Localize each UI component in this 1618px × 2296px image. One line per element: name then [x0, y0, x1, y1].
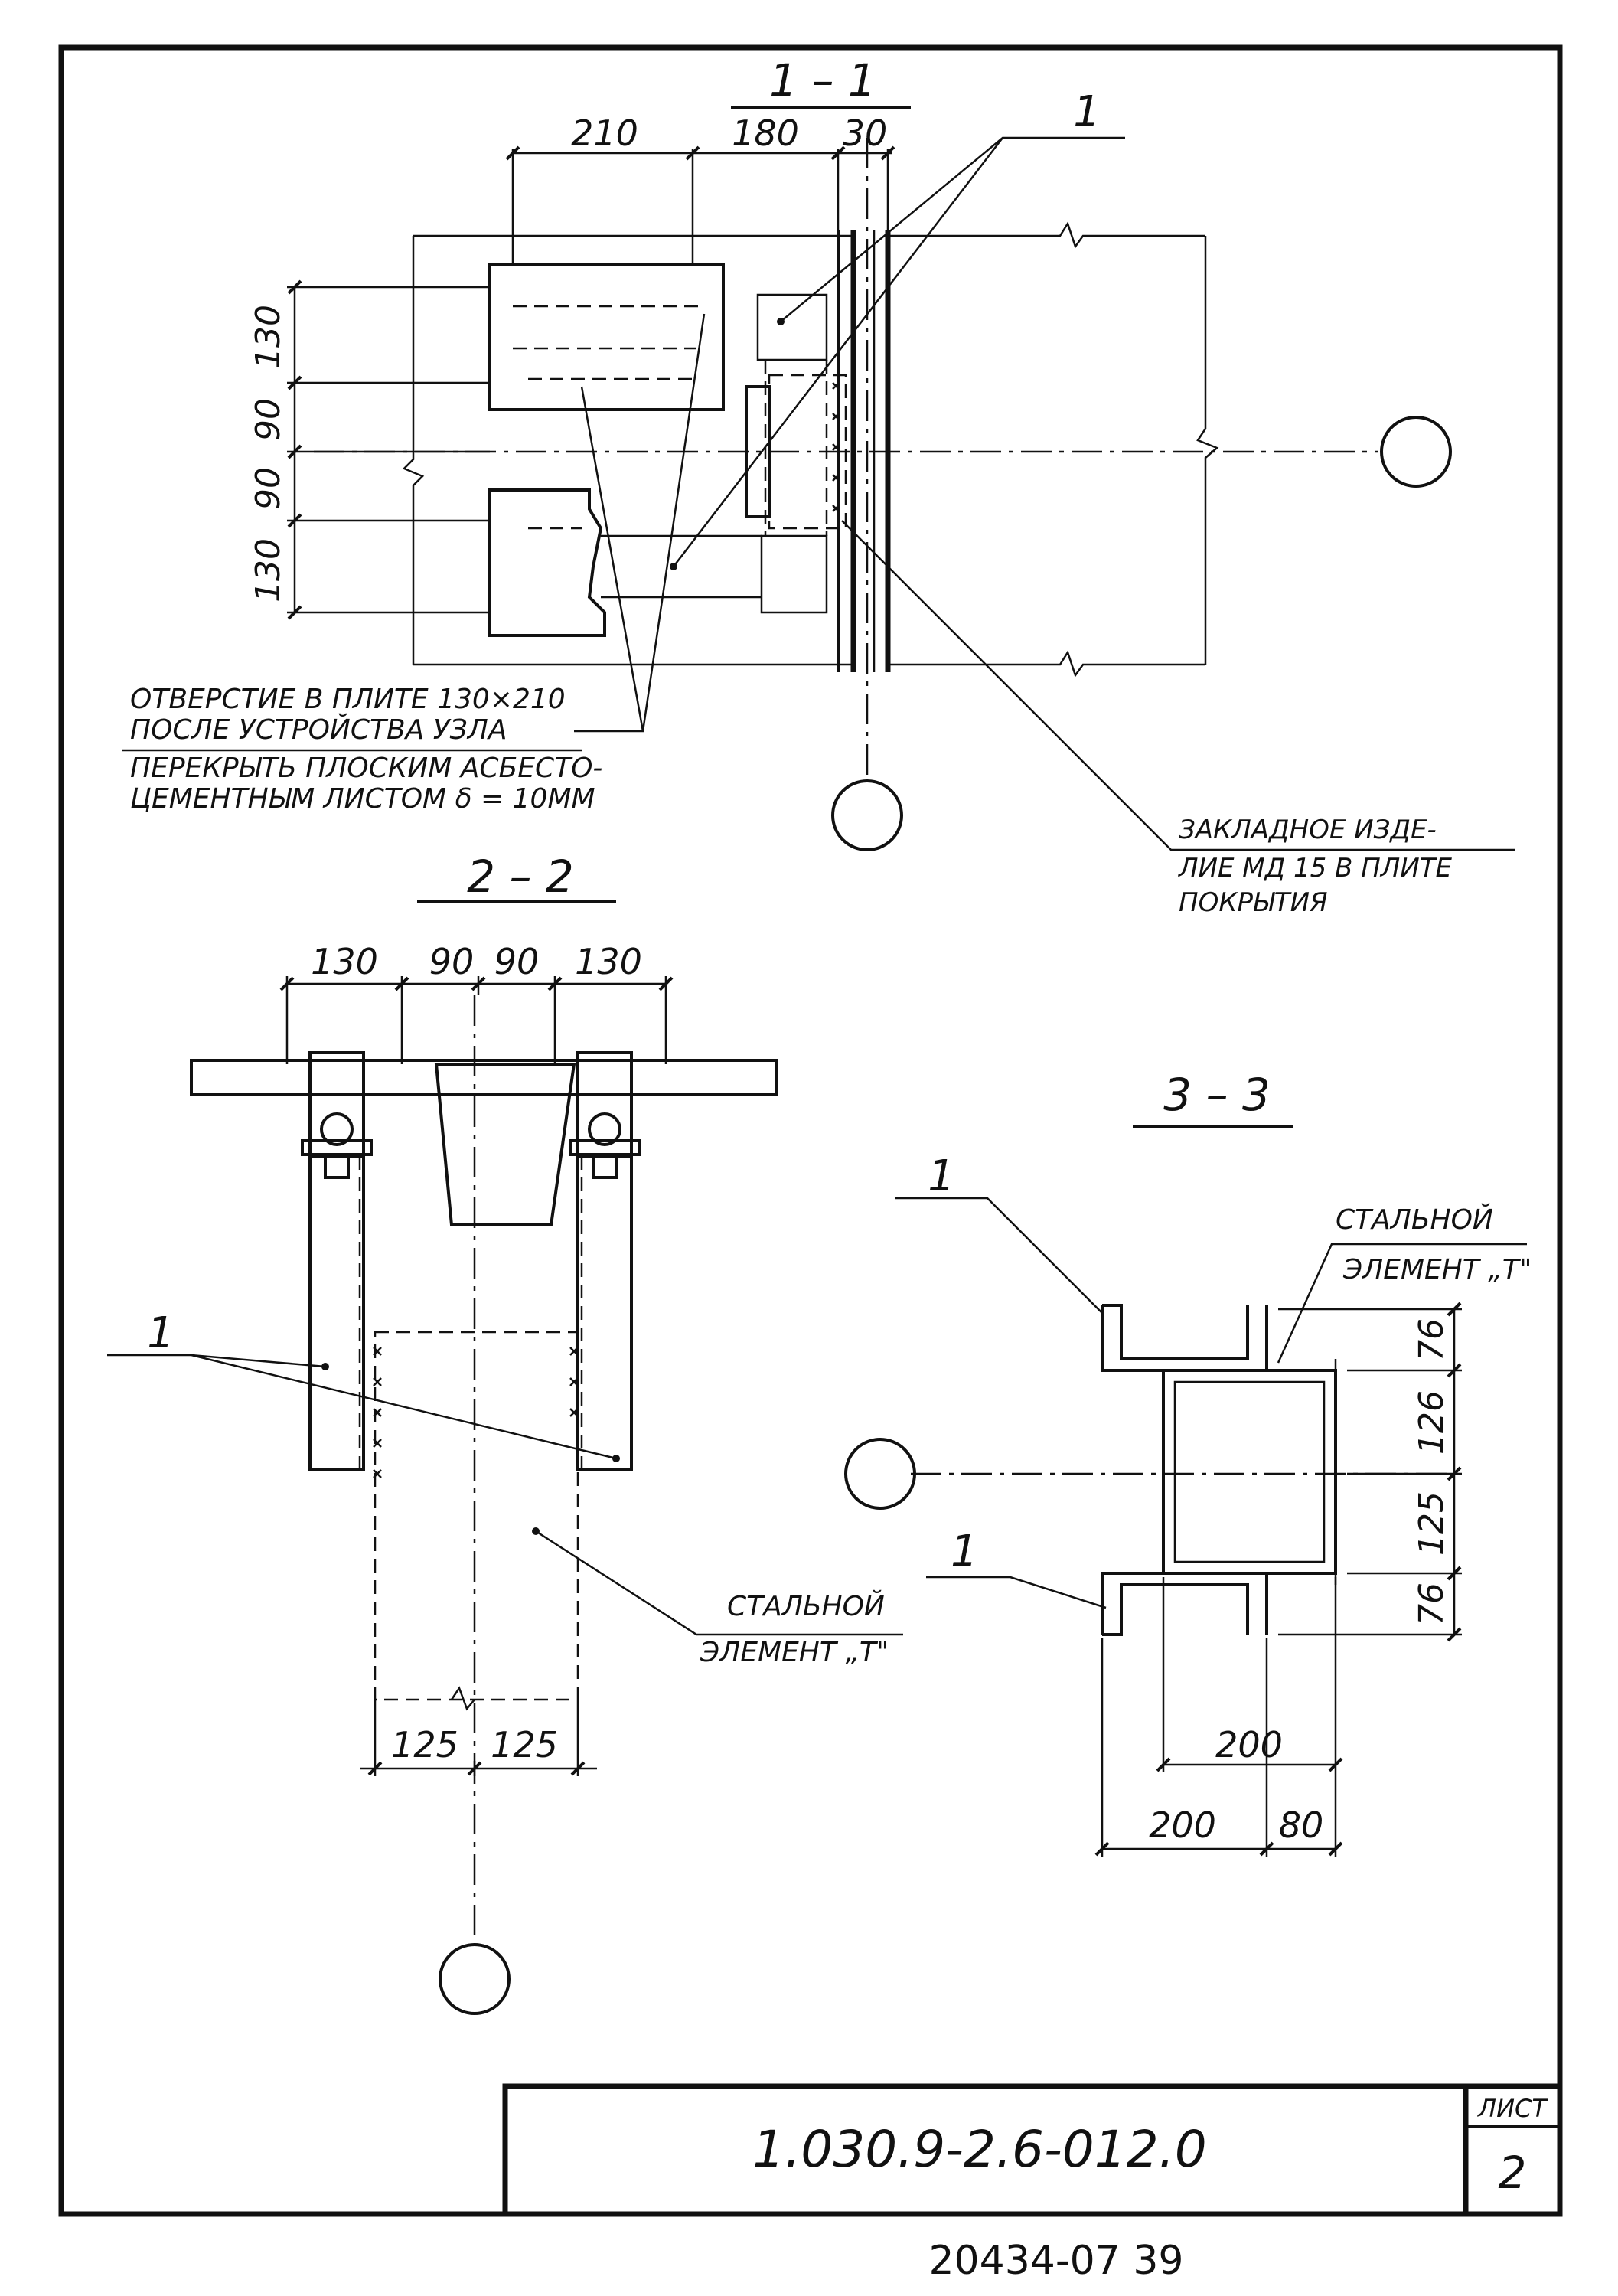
hole-top: [488, 263, 725, 411]
dim-bottom-80: 80: [1279, 1804, 1324, 1846]
dim-left-90b: 90: [249, 467, 288, 510]
axis-marker-s33: [844, 1438, 916, 1510]
callout-1-s22: 1: [147, 1308, 175, 1358]
sheet-frame: [58, 44, 1563, 2217]
axis-marker-right: [1380, 416, 1452, 488]
dim-left-90a: 90: [249, 398, 288, 441]
section-1-1-title: 1 – 1: [769, 54, 876, 106]
section-2-2-title: 2 – 2: [467, 851, 574, 903]
note-cover-line2: ЦЕМЕНТНЫМ ЛИСТОМ δ = 10ММ: [130, 783, 595, 815]
title-block: 1.030.9-2.6-012.0 ЛИСТ 2: [502, 2083, 1563, 2217]
note-embed-line3: ПОКРЫТИЯ: [1179, 887, 1328, 918]
hole-bottom: [488, 488, 606, 637]
callout-1-s33-bottom: 1: [951, 1527, 978, 1576]
concrete-plug: [434, 1063, 576, 1226]
sheet-number: 2: [1499, 2147, 1527, 2199]
archive-number: 20434-07 39: [928, 2238, 1183, 2284]
dim-130a: 130: [311, 941, 378, 982]
dim-130b: 130: [575, 941, 642, 982]
callout-1-s11: 1: [1073, 87, 1101, 137]
doc-number: 1.030.9-2.6-012.0: [752, 2120, 1206, 2179]
section-3-3-title: 3 – 3: [1163, 1069, 1271, 1121]
section-3-3: 3 – 3 76 126 125 76 200 200 80 1 1: [844, 1069, 1532, 1857]
dim-126: 126: [1412, 1390, 1451, 1455]
note-embed-line1: ЗАКЛАДНОЕ ИЗДЕ-: [1179, 815, 1437, 845]
dim-125b: 125: [491, 1724, 558, 1765]
bolt-right: [569, 1112, 641, 1179]
sheet-label: ЛИСТ: [1477, 2094, 1548, 2123]
dim-76b: 76: [1412, 1582, 1451, 1625]
bolt-left: [301, 1112, 373, 1179]
label-steel-s22-line2: ЭЛЕМЕНТ „Т": [700, 1637, 889, 1668]
label-steel-s22-line1: СТАЛЬНОЙ: [727, 1590, 885, 1622]
dim-180: 180: [732, 113, 799, 154]
dim-210: 210: [571, 113, 638, 154]
note-hole-line1: ОТВЕРСТИЕ В ПЛИТЕ 130×210: [130, 684, 566, 715]
dim-left-130b: 130: [249, 538, 288, 603]
section-1-1: 1 – 1: [122, 54, 1515, 918]
dim-left-130a: 130: [249, 305, 288, 369]
axis-marker-bottom: [831, 779, 903, 851]
label-steel-s33-line2: ЭЛЕМЕНТ „Т": [1342, 1254, 1532, 1285]
label-steel-s33-line1: СТАЛЬНОЙ: [1336, 1204, 1493, 1236]
callout-1-s33-top: 1: [928, 1151, 955, 1201]
dim-125: 125: [1412, 1491, 1451, 1556]
dim-90a: 90: [429, 941, 475, 982]
dim-bottom-200: 200: [1149, 1804, 1216, 1846]
note-cover-line1: ПЕРЕКРЫТЬ ПЛОСКИМ АСБЕСТО-: [130, 753, 602, 784]
dim-76a: 76: [1412, 1318, 1451, 1361]
dim-inner-200: 200: [1215, 1724, 1283, 1765]
dim-125a: 125: [391, 1724, 458, 1765]
dim-90b: 90: [494, 941, 540, 982]
axis-marker-s22: [439, 1943, 511, 2015]
section-2-2: 2 – 2 130 90 90 130: [107, 851, 903, 2015]
dim-30: 30: [843, 113, 888, 154]
note-hole-line2: ПОСЛЕ УСТРОЙСТВА УЗЛА: [130, 714, 507, 746]
note-embed-line2: ЛИЕ МД 15 В ПЛИТЕ: [1177, 853, 1453, 883]
